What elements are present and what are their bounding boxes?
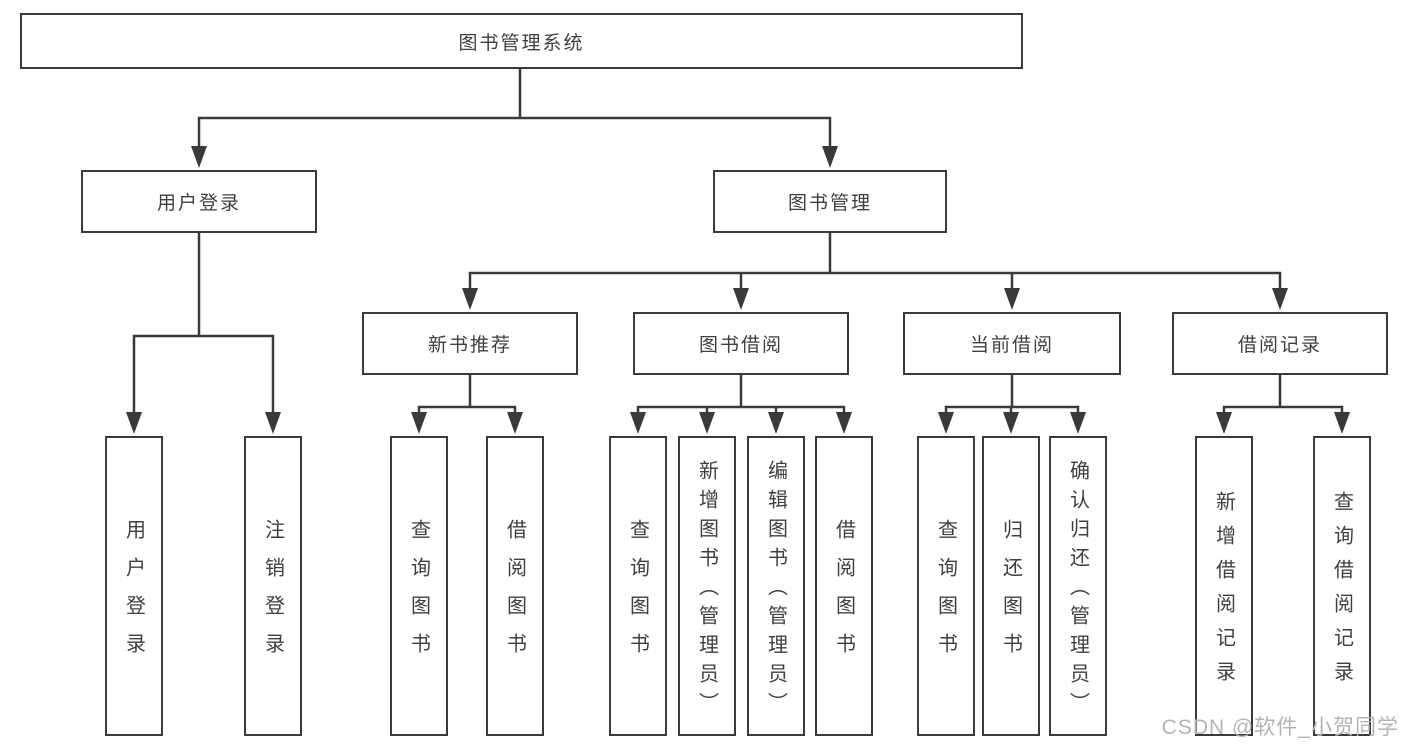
- node-book-borrowing: 图书借阅: [633, 312, 849, 375]
- leaf-query-books-recommend: 查询图书: [390, 436, 448, 736]
- node-user-login: 用户登录: [81, 170, 317, 233]
- leaf-add-borrow-record: 新增借阅记录: [1195, 436, 1253, 736]
- leaf-confirm-return-admin: 确认归还（管理员）: [1049, 436, 1107, 736]
- leaf-return-books: 归还图书: [982, 436, 1040, 736]
- csdn-watermark: CSDN @软件_小贺同学: [1161, 716, 1399, 739]
- leaf-query-books-borrowing: 查询图书: [609, 436, 667, 736]
- node-borrow-records: 借阅记录: [1172, 312, 1388, 375]
- node-book-management: 图书管理: [713, 170, 947, 233]
- leaf-user-login: 用户登录: [105, 436, 163, 736]
- node-new-book-recommend: 新书推荐: [362, 312, 578, 375]
- node-library-management-system: 图书管理系统: [20, 13, 1023, 69]
- leaf-add-books-admin: 新增图书（管理员）: [678, 436, 736, 736]
- leaf-logout: 注销登录: [244, 436, 302, 736]
- leaf-query-books-current: 查询图书: [917, 436, 975, 736]
- leaf-query-borrow-record: 查询借阅记录: [1313, 436, 1371, 736]
- node-current-borrowing: 当前借阅: [903, 312, 1121, 375]
- leaf-edit-books-admin: 编辑图书（管理员）: [747, 436, 805, 736]
- leaf-borrow-books-recommend: 借阅图书: [486, 436, 544, 736]
- leaf-borrow-books-borrowing: 借阅图书: [815, 436, 873, 736]
